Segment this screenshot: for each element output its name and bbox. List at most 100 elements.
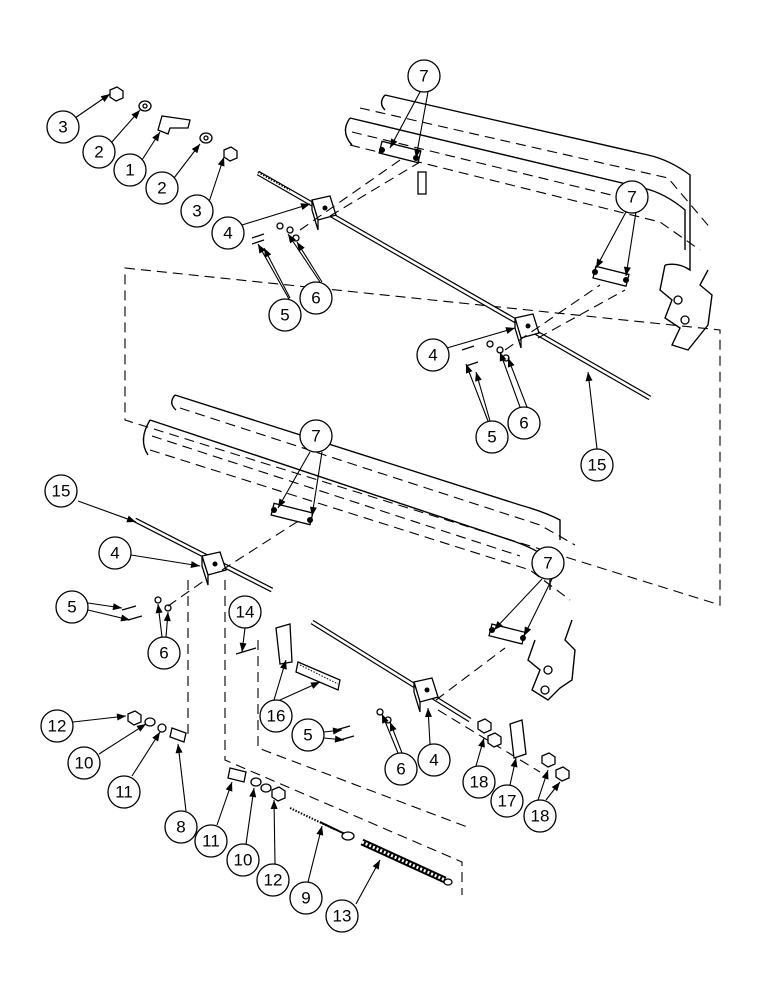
- svg-text:7: 7: [627, 188, 636, 207]
- arrowhead: [175, 744, 183, 754]
- leader-line: [241, 203, 311, 226]
- leader-line: [287, 233, 321, 283]
- leader-line: [130, 554, 201, 567]
- clamp-set: [488, 623, 526, 645]
- svg-text:12: 12: [48, 717, 67, 736]
- callout-4: 4: [98, 536, 132, 570]
- callout-10: 10: [226, 843, 260, 877]
- arrowhead: [136, 724, 146, 732]
- svg-text:6: 6: [311, 289, 320, 308]
- bolt-set: [461, 340, 510, 367]
- arrowhead: [541, 770, 549, 780]
- arrowhead: [316, 826, 324, 836]
- callout-4: 4: [211, 216, 245, 250]
- tension-spring: [360, 838, 453, 886]
- arrowhead: [309, 506, 317, 516]
- svg-text:7: 7: [311, 427, 320, 446]
- svg-text:9: 9: [301, 889, 310, 908]
- arrowhead: [225, 782, 233, 792]
- leader-line: [263, 247, 291, 299]
- svg-text:7: 7: [543, 554, 552, 573]
- leader-line: [77, 500, 137, 523]
- callout-4: 4: [416, 338, 450, 372]
- svg-text:13: 13: [333, 907, 352, 926]
- leader-line: [307, 825, 323, 883]
- leader-line: [625, 211, 637, 277]
- callout-5: 5: [475, 420, 509, 454]
- callout-5: 5: [55, 590, 89, 624]
- leader-line: [465, 363, 489, 422]
- arrowhead: [510, 758, 518, 768]
- callout-8: 8: [164, 810, 198, 844]
- leader-line: [493, 578, 543, 631]
- callout-7: 7: [615, 180, 649, 214]
- arrowhead: [155, 604, 163, 614]
- arrowhead: [280, 660, 287, 670]
- nut: [487, 732, 502, 748]
- leader-line: [257, 243, 290, 300]
- leader-line: [277, 451, 311, 509]
- svg-text:4: 4: [110, 544, 119, 563]
- svg-text:15: 15: [52, 482, 71, 501]
- arrowhead: [494, 621, 503, 630]
- svg-text:16: 16: [267, 707, 286, 726]
- lower-shaft-assembly: [121, 502, 570, 886]
- callout-1: 1: [113, 153, 147, 187]
- arrowhead: [414, 148, 422, 158]
- leader-lines: [72, 91, 637, 905]
- callout-18: 18: [523, 799, 557, 833]
- callout-12: 12: [40, 709, 74, 743]
- callout-11: 11: [194, 824, 228, 858]
- leader-line: [177, 743, 187, 812]
- callout-6: 6: [299, 281, 333, 315]
- leader-line: [311, 451, 323, 517]
- arrowhead: [425, 708, 432, 718]
- callout-17: 17: [490, 784, 524, 818]
- callout-12: 12: [256, 863, 290, 897]
- callout-2: 2: [82, 135, 116, 169]
- svg-text:5: 5: [67, 598, 76, 617]
- arrowhead: [478, 738, 485, 748]
- callout-7: 7: [299, 419, 333, 453]
- callout-16: 16: [259, 699, 293, 733]
- callout-2: 2: [145, 171, 179, 205]
- arrowhead: [585, 372, 593, 382]
- callout-5: 5: [268, 298, 302, 332]
- upper-frame-rail: [344, 94, 713, 351]
- arrowhead: [270, 800, 278, 810]
- callout-6: 6: [384, 752, 418, 786]
- arrowhead: [258, 244, 266, 254]
- arrowhead: [507, 358, 515, 368]
- svg-text:15: 15: [588, 456, 607, 475]
- arrowhead: [389, 722, 397, 732]
- arrowhead: [152, 732, 160, 742]
- arrowhead: [382, 714, 389, 724]
- callout-13: 13: [325, 899, 359, 933]
- arrowhead: [524, 626, 532, 636]
- arrowhead: [190, 561, 200, 569]
- link-plate: [509, 719, 527, 759]
- washer: [199, 132, 213, 144]
- arrowhead: [465, 364, 473, 374]
- arrowhead: [623, 266, 631, 276]
- arrowhead: [334, 735, 344, 743]
- lever-bracket: [157, 115, 191, 135]
- nut: [223, 146, 238, 162]
- clamp-set: [592, 265, 630, 287]
- washer: [138, 100, 152, 112]
- svg-text:10: 10: [234, 851, 253, 870]
- svg-text:11: 11: [202, 832, 220, 851]
- svg-text:12: 12: [264, 871, 283, 890]
- arrowhead: [126, 515, 136, 523]
- callout-18: 18: [462, 765, 496, 799]
- callout-9: 9: [289, 881, 323, 915]
- svg-text:18: 18: [531, 807, 550, 826]
- svg-text:6: 6: [159, 644, 168, 663]
- svg-text:3: 3: [192, 202, 201, 221]
- leader-line: [446, 327, 516, 349]
- callout-6: 6: [507, 406, 541, 440]
- arrowhead: [264, 248, 272, 258]
- nut: [271, 786, 286, 802]
- svg-text:8: 8: [176, 818, 185, 837]
